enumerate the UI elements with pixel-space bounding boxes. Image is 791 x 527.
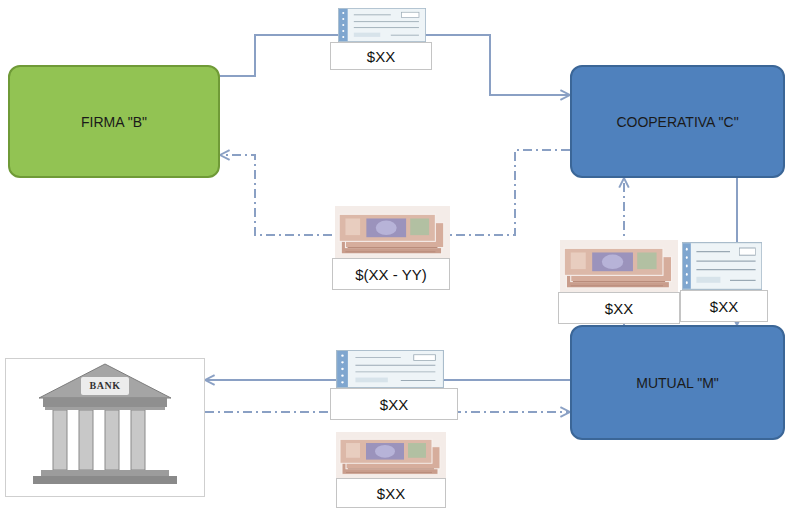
amount-label: $XX [710,298,738,315]
process-box: COOPERATIVA "C" [570,65,785,178]
amount-label-box: $XX [330,388,458,420]
node-label: FIRMA "B" [81,114,147,130]
amount-label: $XX [380,396,408,413]
node-label: COOPERATIVA "C" [616,114,738,130]
bank-frame [5,358,205,497]
amount-label: $(XX - YY) [355,266,426,283]
bank-columns [53,410,145,470]
amount-label-box: $XX [336,478,446,508]
cheque-flow-arrow [220,35,570,95]
amount-label: $XX [367,48,395,65]
amount-label-box: $XX [558,292,680,324]
bank-pediment [39,364,171,398]
process-box: FIRMA "B" [8,65,220,178]
cheque-icon [337,350,444,387]
amount-label: $XX [605,300,633,317]
bank-step [41,470,169,476]
bank-capital [45,407,165,410]
node-label: MUTUAL "M" [636,375,719,391]
process-box: MUTUAL "M" [570,325,785,440]
bank-step [33,476,177,484]
cash-icon [335,206,450,258]
bank-box: BANK [5,358,205,497]
bank-sign-plate [81,377,129,395]
node-label: BANK [90,378,121,394]
amount-label-box: $(XX - YY) [332,258,450,290]
cheque-icon [338,8,425,41]
cheque-icon [682,243,761,290]
bank-illustration [5,358,205,497]
amount-label: $XX [377,485,405,502]
bank-entablature [43,398,167,407]
cash-icon [336,432,446,478]
cash-icon [560,240,678,292]
amount-label-box: $XX [680,290,768,322]
amount-label-box: $XX [330,42,432,70]
